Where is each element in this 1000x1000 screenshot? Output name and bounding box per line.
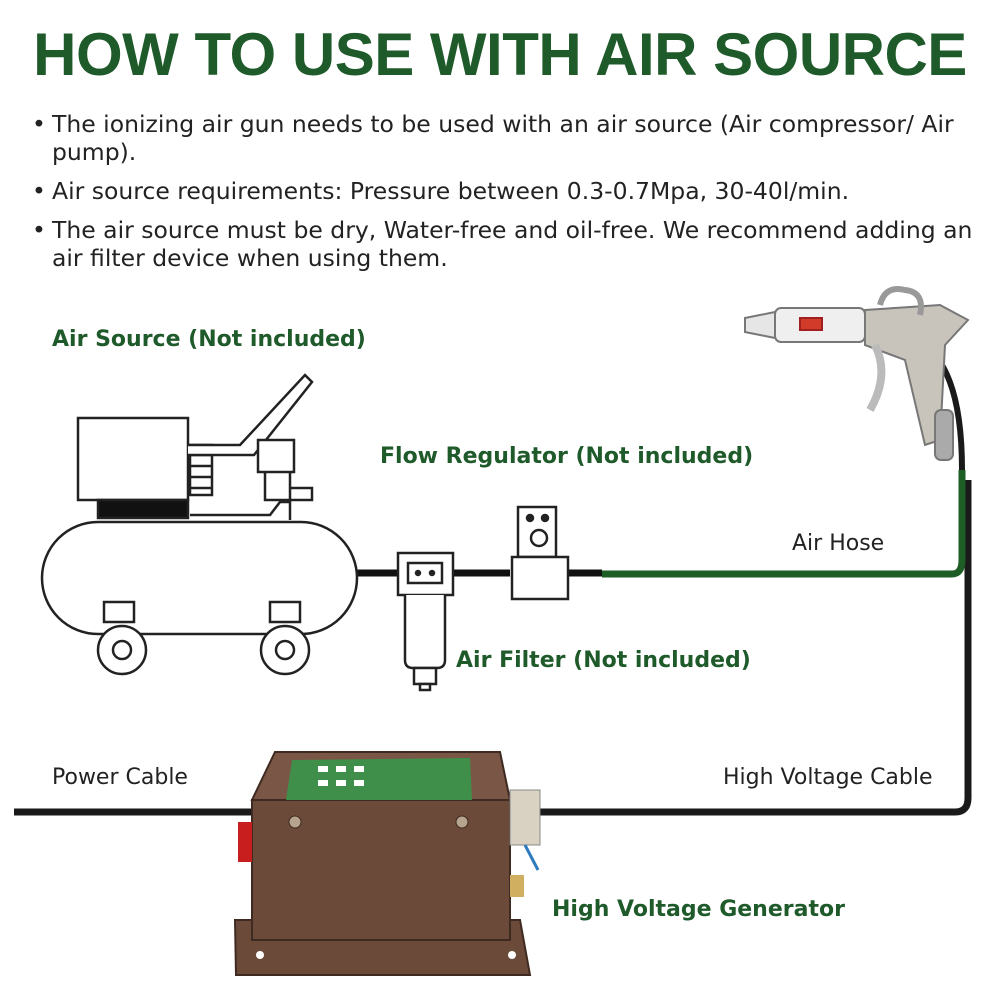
high-voltage-generator-label: High Voltage Generator	[552, 897, 845, 922]
flow-regulator-icon	[510, 505, 570, 601]
air-compressor-icon	[40, 373, 359, 676]
ionizing-air-gun-icon	[744, 286, 970, 461]
bullet-item: The air source must be dry, Water-free a…	[32, 216, 982, 272]
requirements-list: The ionizing air gun needs to be used wi…	[32, 110, 982, 283]
air-source-label: Air Source (Not included)	[52, 327, 366, 352]
bullet-item: Air source requirements: Pressure betwee…	[32, 177, 982, 205]
flow-regulator-label: Flow Regulator (Not included)	[380, 444, 754, 469]
high-voltage-generator-icon	[233, 751, 541, 976]
power-cable-label: Power Cable	[52, 765, 188, 790]
power-cable-line	[14, 480, 972, 816]
air-filter-icon	[396, 551, 455, 692]
air-filter-label: Air Filter (Not included)	[456, 648, 751, 673]
high-voltage-cable-label: High Voltage Cable	[723, 765, 933, 790]
bullet-item: The ionizing air gun needs to be used wi…	[32, 110, 982, 166]
air-hose-line	[602, 470, 966, 578]
page-title: HOW TO USE WITH AIR SOURCE	[33, 21, 967, 88]
air-hose-label: Air Hose	[792, 531, 885, 556]
